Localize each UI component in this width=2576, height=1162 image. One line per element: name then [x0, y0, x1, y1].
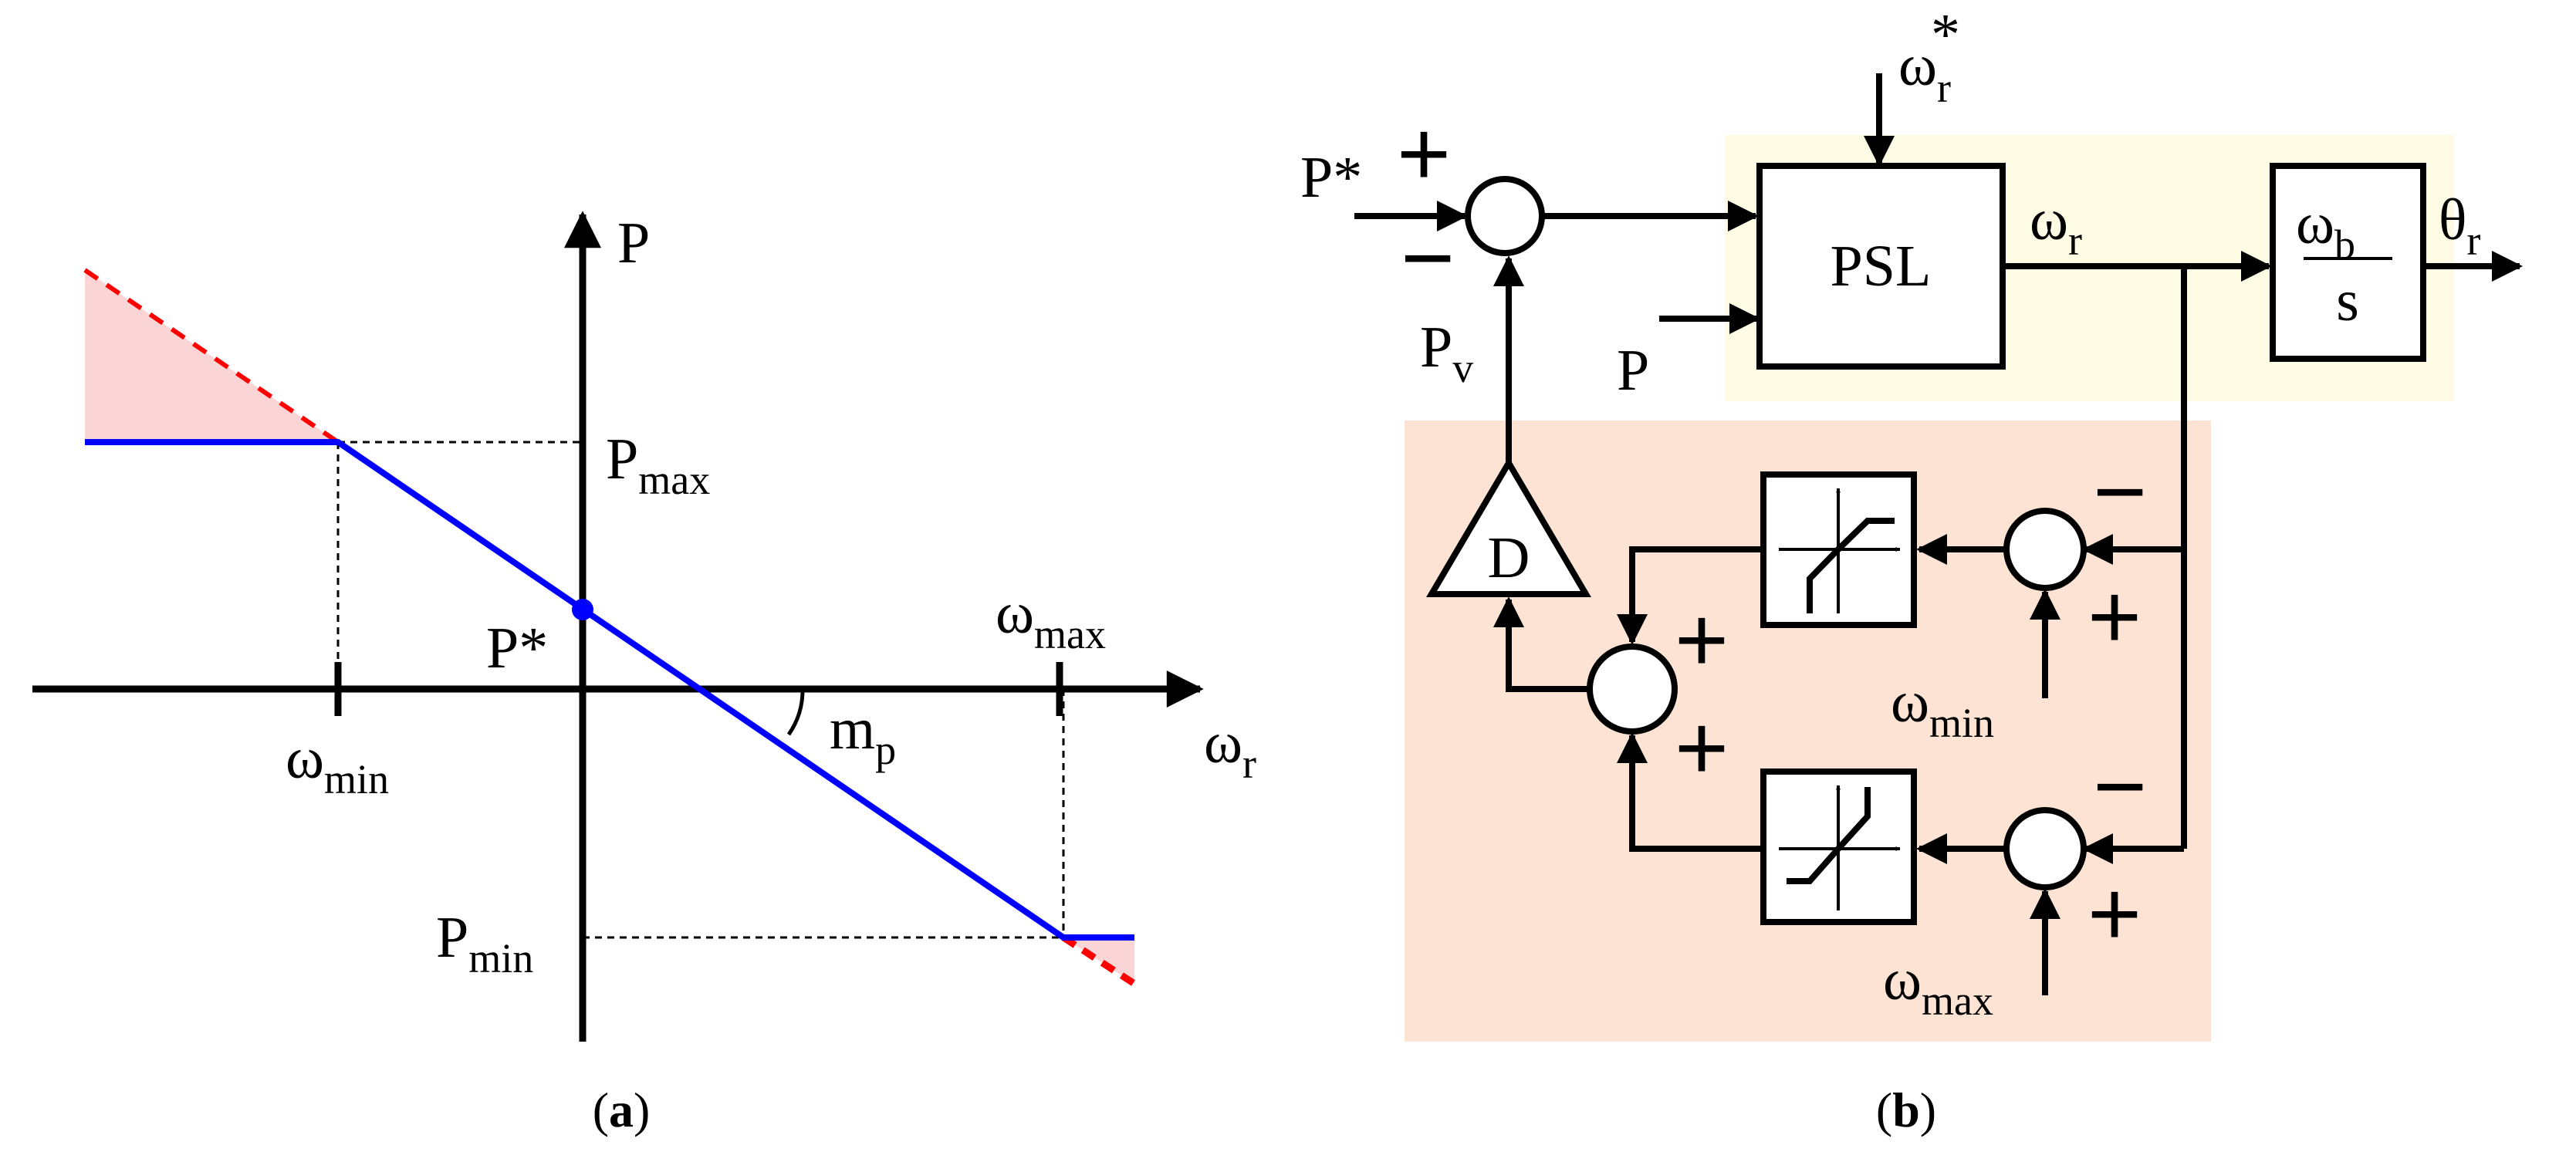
wr-out-label: ωr — [2030, 187, 2082, 264]
excess-region-right — [1063, 937, 1134, 984]
sign-minus-pv: − — [1401, 206, 1455, 309]
integrator-block — [2270, 163, 2426, 362]
p-max-label: Pmax — [606, 427, 710, 503]
wire-adder-to-gain — [1493, 596, 1590, 692]
y-axis-label: P — [617, 211, 650, 275]
p-input-label: P — [1617, 338, 1649, 403]
sign-plus-adder-top: + — [1675, 588, 1729, 691]
sum-junction-main — [1465, 176, 1545, 256]
w-max-label: ωmax — [996, 581, 1106, 657]
sign-plus-wmax: + — [2088, 862, 2142, 965]
pstar-input-label: P* — [1300, 145, 1362, 210]
integrator-numerator: ωb — [2296, 191, 2355, 268]
slope-angle-arc — [786, 688, 805, 736]
integrator-denominator: s — [2336, 269, 2359, 333]
sum-junction-wmax — [2003, 807, 2087, 890]
psl-block-label: PSL — [1831, 234, 1932, 299]
x-axis-label: ωr — [1204, 711, 1256, 787]
sign-plus-wmin: + — [2088, 565, 2142, 668]
sign-minus-wr-max: − — [2093, 735, 2147, 838]
sum-junction-wmin — [2003, 508, 2087, 591]
wire-limmin-to-add — [1617, 546, 1763, 645]
theta-out-label: θr — [2439, 187, 2480, 264]
panel-a-droop-characteristic: P Pmax P* ωmin ωmax mp ωr Pmin (a) — [32, 211, 1256, 1137]
lower-limiter-glyph — [1779, 488, 1901, 613]
pv-label: Pv — [1420, 315, 1473, 391]
sign-plus-adder-bottom: + — [1675, 696, 1729, 799]
p-star-point — [572, 599, 593, 620]
sign-minus-wr-min: − — [2093, 440, 2147, 543]
panel-b-block-diagram: + − − + + + − + P* Pv P ωr* PSL ωr ωb s … — [1300, 2, 2523, 1137]
sign-plus-pstar: + — [1397, 102, 1451, 205]
upper-limiter-glyph — [1779, 785, 1901, 910]
gain-block-d — [1426, 457, 1591, 597]
wmax-input-label: ωmax — [1883, 948, 1993, 1024]
droop-characteristic-line — [85, 439, 1134, 941]
droop-extension-right — [1061, 934, 1137, 987]
w-min-label: ωmin — [286, 726, 389, 802]
sum-junction-adder — [1587, 643, 1678, 735]
p-min-label: Pmin — [436, 905, 533, 981]
caption-a: (a) — [593, 1083, 651, 1137]
wire-limmax-to-add — [1617, 732, 1763, 852]
caption-b: (b) — [1876, 1083, 1936, 1137]
slope-label: mp — [830, 697, 896, 773]
excess-region-left — [85, 270, 338, 442]
wr-ref-label: ωr* — [1898, 2, 1960, 111]
p-star-label: P* — [486, 616, 548, 681]
gain-label: D — [1488, 525, 1530, 590]
wmin-input-label: ωmin — [1891, 670, 1994, 746]
